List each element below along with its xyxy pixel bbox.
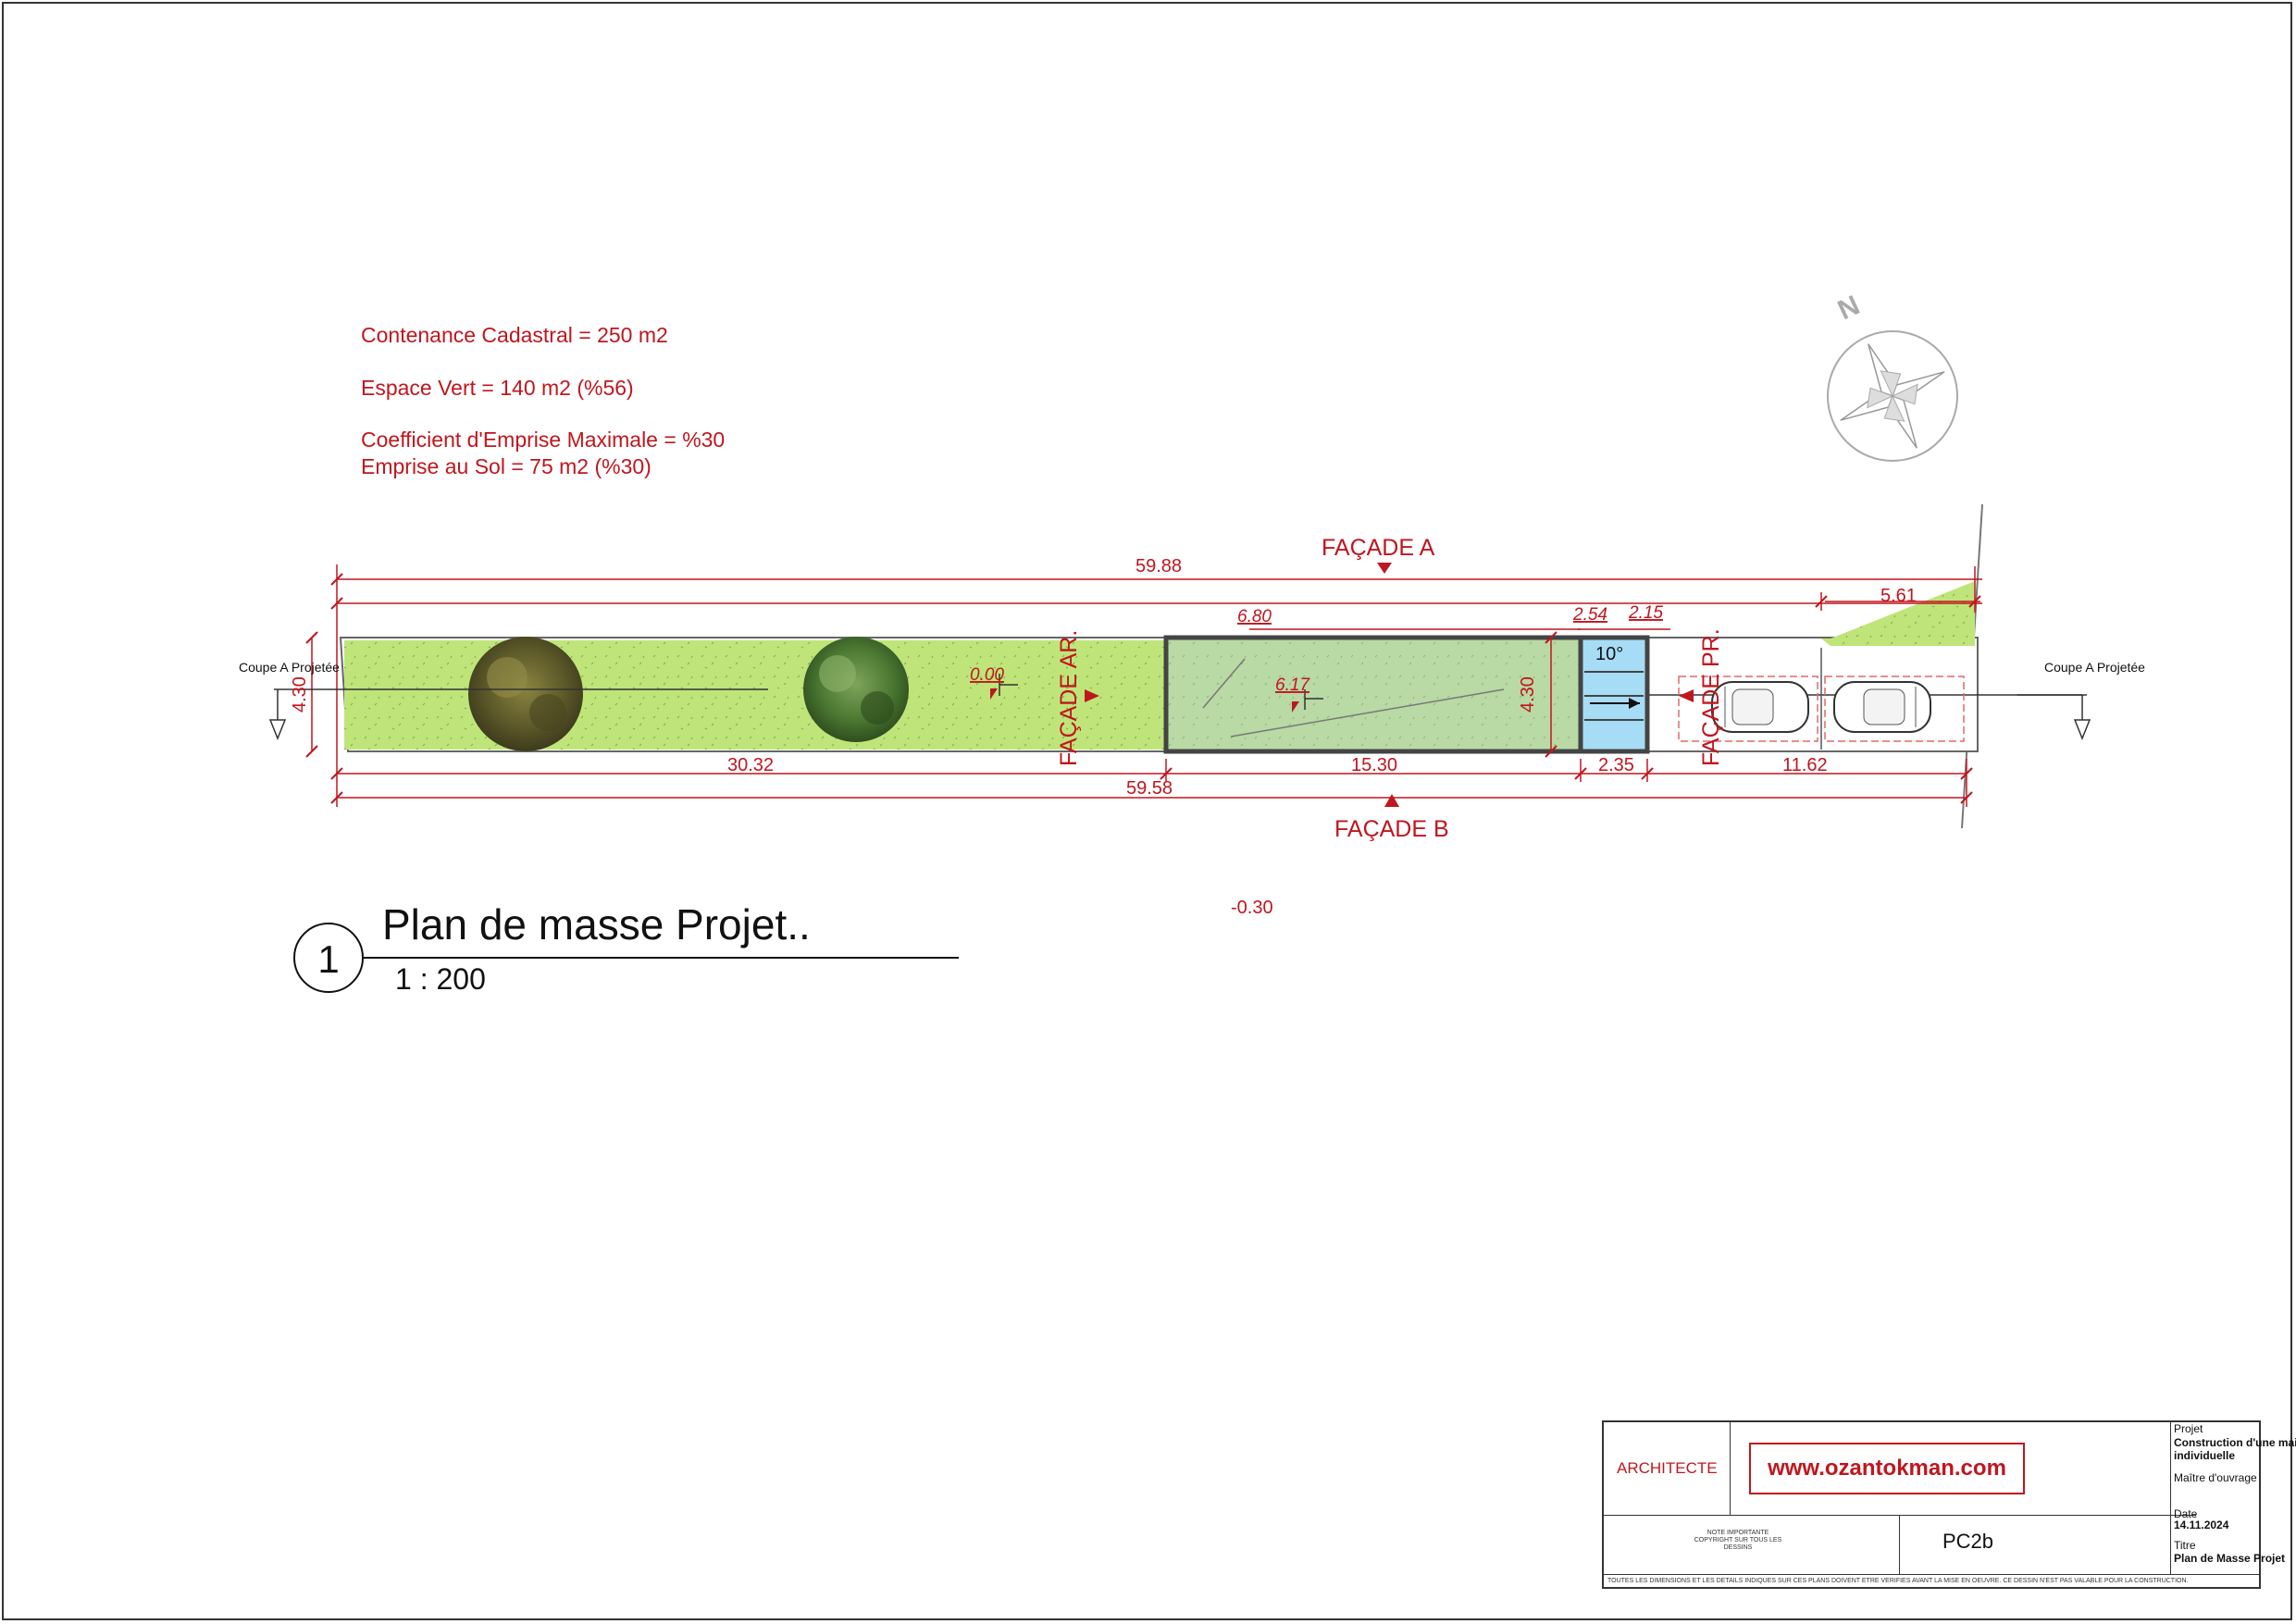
drawing-number: 1 (293, 923, 364, 993)
dimension-lines (305, 563, 1982, 807)
dim-front-top: 5.61 (1880, 586, 1917, 606)
car-1 (1711, 681, 1809, 733)
level-house: 6.17 (1275, 676, 1310, 695)
level-street: -0.30 (1231, 898, 1273, 918)
dim-top-6-80: 6.80 (1237, 607, 1272, 626)
section-marker-right (2017, 694, 2091, 741)
copyright-note: NOTE IMPORTANTE COPYRIGHT SUR TOUS LES D… (1694, 1530, 1782, 1551)
facade-a-label: FAÇADE A (1322, 535, 1435, 561)
date-value: 14.11.2024 (2174, 1519, 2229, 1531)
dim-overall-top: 59.88 (1136, 556, 1182, 576)
parking-area (1678, 648, 1965, 750)
architect-website-link[interactable]: www.ozantokman.com (1749, 1443, 2025, 1494)
projet-label: Projet (2174, 1422, 2203, 1435)
facade-pr-label: FAÇADE PR. (1698, 628, 1724, 766)
projet-value: Construction d'une maison individuelle (2174, 1436, 2296, 1462)
tree-2 (803, 637, 909, 742)
entry-steps (1578, 635, 1650, 754)
titre-value: Plan de Masse Projet (2174, 1552, 2286, 1565)
car-2 (1833, 681, 1931, 733)
dim-top-2-54: 2.54 (1572, 605, 1607, 625)
ramp-angle: 10° (1595, 644, 1623, 664)
contenance-cadastral: Contenance Cadastral = 250 m2 (361, 323, 668, 347)
drawing-code: PC2b (1942, 1530, 1994, 1553)
facade-ar-label: FAÇADE AR. (1056, 630, 1082, 766)
dim-height-left: 4.30 (290, 676, 310, 713)
architecte-label: ARCHITECTE (1617, 1459, 1718, 1477)
emprise-au-sol: Emprise au Sol = 75 m2 (%30) (361, 454, 652, 478)
dim-house: 15.30 (1351, 755, 1397, 775)
titre-label: Titre (2174, 1539, 2196, 1552)
dim-entry: 2.35 (1598, 755, 1634, 775)
dim-parking: 11.62 (1782, 755, 1828, 775)
title-block: ARCHITECTE www.ozantokman.com NOTE IMPOR… (1602, 1420, 2296, 1589)
north-arrow: N (1827, 290, 1958, 462)
section-marker-left (268, 688, 344, 741)
espace-vert: Espace Vert = 140 m2 (%56) (361, 376, 634, 400)
coefficient-emprise: Coefficient d'Emprise Maximale = %30 (361, 428, 726, 452)
date-label: Date (2174, 1507, 2198, 1520)
dim-garden: 30.32 (727, 755, 774, 775)
dim-height-house: 4.30 (1518, 676, 1538, 713)
drawing-scale: 1 : 200 (395, 962, 486, 996)
section-label-left: Coupe A Projetée (239, 660, 340, 675)
drawing-title: Plan de masse Projet.. (382, 900, 811, 948)
tree-1 (468, 637, 583, 751)
level-markers (990, 674, 1323, 713)
level-garden: 0.00 (970, 665, 1004, 685)
section-label-right: Coupe A Projetée (2044, 660, 2145, 675)
house-footprint (1163, 635, 1583, 754)
title-underline (364, 957, 959, 959)
garden-lawn (344, 640, 1166, 750)
front-lawn (1831, 581, 1975, 646)
facade-b-label: FAÇADE B (1334, 816, 1449, 842)
north-label: N (1833, 290, 1865, 326)
dim-top-2-15: 2.15 (1628, 603, 1663, 623)
dim-overall-bottom: 59.58 (1126, 778, 1173, 799)
maitre-ouvrage-label: Maître d'ouvrage (2174, 1471, 2257, 1484)
title-block-footer: TOUTES LES DIMENSIONS ET LES DETAILS IND… (1607, 1578, 2189, 1584)
